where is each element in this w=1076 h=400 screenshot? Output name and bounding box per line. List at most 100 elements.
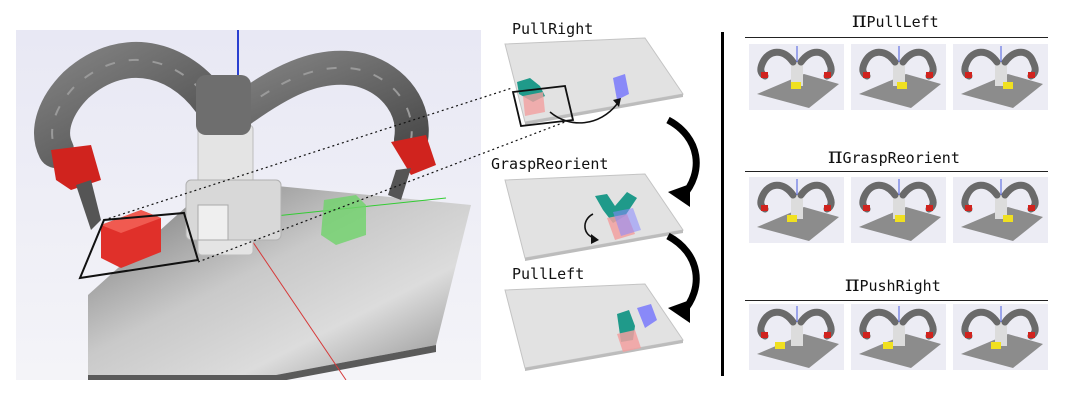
thumb-block (1003, 82, 1013, 89)
policy-3-frame-1 (749, 304, 844, 370)
table-edge (88, 345, 436, 382)
thumb-left-gripper (965, 205, 972, 211)
robot-thumb-render (749, 304, 844, 370)
pi-symbol-1: π (852, 8, 867, 33)
main-scene (16, 30, 481, 382)
thumb-right-gripper (926, 332, 933, 338)
thumb-right-gripper (1028, 205, 1035, 211)
crop-outline (78, 211, 200, 280)
thumb-left-gripper (863, 205, 870, 211)
thumb-right-gripper (1028, 72, 1035, 78)
right-finger (388, 168, 411, 200)
block-current-3 (617, 330, 641, 352)
robot-thumb-render (749, 44, 844, 110)
thumb-right-gripper (824, 205, 831, 211)
zoom-line-top (103, 87, 513, 221)
policy-name-2: GraspReorient (842, 149, 960, 167)
robot-thumb-render (851, 304, 946, 370)
green-target-block (321, 195, 366, 245)
policy-title-1: πPullLeft (852, 8, 939, 33)
robot-render (16, 30, 481, 382)
policy-1-frame-1 (749, 44, 844, 110)
robot-thumb-render (953, 177, 1048, 243)
thumb-right-gripper (824, 72, 831, 78)
thumb-block (791, 82, 801, 89)
move-arrow-1 (549, 103, 618, 124)
thumb-left-gripper (965, 332, 972, 338)
right-arm-joints (240, 66, 413, 141)
thumb-right-gripper (926, 72, 933, 78)
policy-2-frame-3 (953, 177, 1048, 243)
thumb-table (961, 74, 1043, 108)
policy-2-frame-1 (749, 177, 844, 243)
rotate-arrowhead-2 (591, 234, 599, 244)
crop-box-1 (511, 85, 575, 127)
table-surface (88, 180, 471, 375)
thumb-torso (995, 195, 1007, 219)
thumb-block (775, 342, 785, 349)
policy-3-frame-3 (953, 304, 1048, 370)
thumb-left-gripper (761, 72, 768, 78)
thumb-block (991, 342, 1001, 349)
thumb-left-gripper (863, 72, 870, 78)
left-arm-joints (51, 59, 217, 151)
thumb-table (961, 334, 1043, 368)
thumb-left-gripper (761, 205, 768, 211)
policy-1-frame-3 (953, 44, 1048, 110)
step-table-edge-2 (525, 230, 683, 261)
robot-thumb-render (851, 44, 946, 110)
policy-title-2: πGraspReorient (828, 144, 960, 169)
x-axis-line (237, 219, 347, 381)
thumb-table (757, 207, 839, 241)
step-panel-2 (504, 173, 684, 261)
thumb-table (757, 334, 839, 368)
robot-shoulder (196, 75, 251, 135)
policy-1-frame-2 (851, 44, 946, 110)
thumb-right-gripper (1028, 332, 1035, 338)
left-finger (76, 180, 101, 230)
thumb-left-gripper (965, 72, 972, 78)
right-gripper (391, 135, 436, 175)
thumb-block (883, 342, 893, 349)
thumb-table (859, 74, 941, 108)
step-panel-3 (504, 283, 684, 371)
flow-arrow-2 (666, 232, 700, 323)
step-label-2: GraspReorient (491, 155, 609, 173)
policy-rule-1 (745, 37, 1048, 38)
block-target-3 (637, 304, 657, 328)
block-current-1 (523, 92, 545, 116)
step-table-3 (504, 283, 684, 369)
robot-base-plate (197, 204, 229, 241)
step-table-2 (504, 173, 684, 259)
policy-3-frame-2 (851, 304, 946, 370)
thumb-left-gripper (863, 332, 870, 338)
robot-thumb-render (953, 304, 1048, 370)
thumb-table (961, 207, 1043, 241)
step-panel-1 (504, 37, 684, 127)
zoom-line-bottom (197, 121, 566, 263)
step-label-3: PullLeft (512, 265, 585, 283)
thumb-block (787, 215, 797, 222)
robot-thumb-render (749, 177, 844, 243)
thumb-right-gripper (926, 205, 933, 211)
thumb-torso (893, 62, 905, 86)
pi-symbol-3: π (845, 272, 860, 297)
thumb-block (897, 82, 907, 89)
thumb-torso (893, 195, 905, 219)
policy-name-1: PullLeft (866, 13, 939, 31)
policy-title-3: πPushRight (845, 272, 941, 297)
move-arrowhead-1 (613, 98, 621, 107)
left-gripper (51, 145, 101, 190)
policy-name-3: PushRight (859, 277, 941, 295)
thumb-torso (791, 195, 803, 219)
thumb-torso (893, 322, 905, 346)
thumb-left-gripper (761, 332, 768, 338)
section-divider (721, 32, 724, 376)
thumb-torso (995, 62, 1007, 86)
robot-thumb-render (953, 44, 1048, 110)
thumb-table (859, 207, 941, 241)
thumb-torso (791, 62, 803, 86)
thumb-table (757, 74, 839, 108)
robot-thumb-render (851, 177, 946, 243)
